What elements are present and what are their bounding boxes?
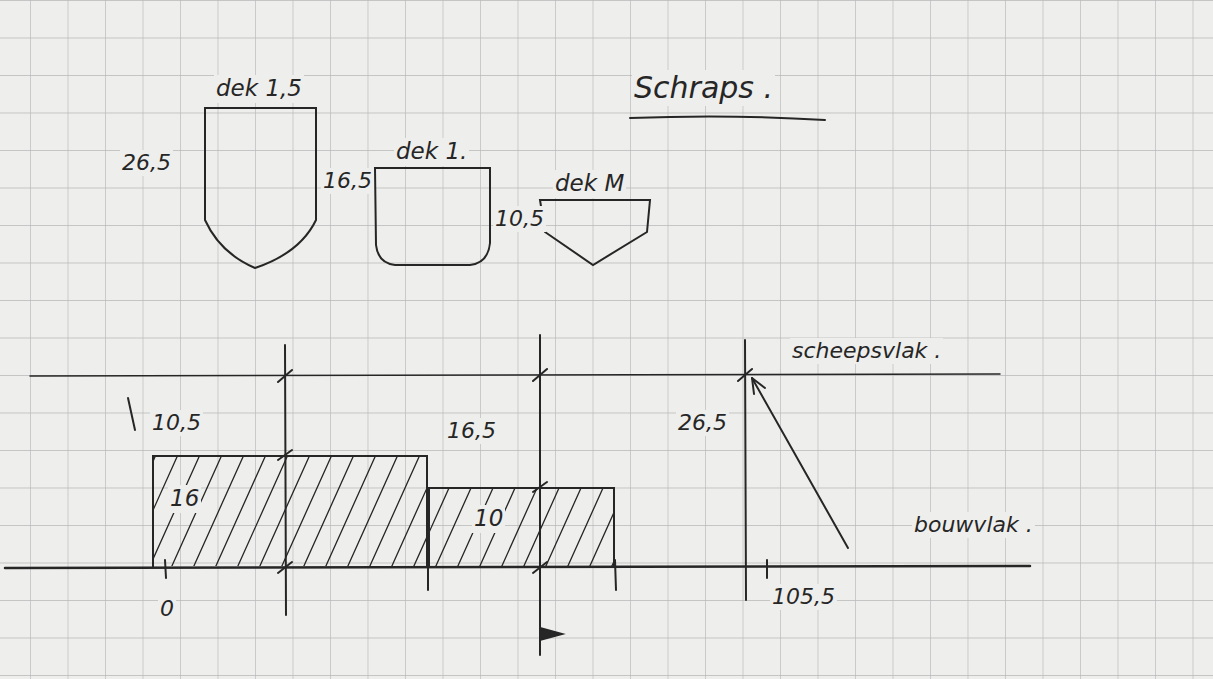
tick-marks	[165, 558, 767, 590]
dimension: 16,5	[445, 418, 498, 444]
construction-lines	[5, 116, 1030, 655]
dimension: 10,5	[493, 206, 546, 232]
plane-name: scheepsvlak .	[790, 338, 943, 364]
dimension: 16,5	[321, 168, 374, 194]
hatch-line	[430, 489, 449, 566]
dimension: 26,5	[676, 410, 729, 436]
dimension: 26,5	[120, 150, 173, 176]
outline	[429, 488, 614, 568]
blot	[540, 628, 562, 640]
dimension-mark	[128, 398, 135, 430]
hatch-line	[567, 489, 603, 566]
hatch-line	[281, 457, 332, 566]
hatch-line	[347, 457, 398, 566]
ship-plane-line	[30, 374, 1000, 376]
hatching	[430, 489, 613, 566]
hatch-line	[259, 457, 310, 566]
station-line	[745, 340, 746, 600]
hatch-line	[325, 457, 376, 566]
sheet-title: Schraps .	[632, 70, 775, 106]
outline	[375, 168, 490, 265]
hatch-line	[369, 457, 420, 566]
hatch-line	[154, 457, 156, 566]
hatch-line	[611, 489, 613, 566]
leader-arrow	[752, 378, 848, 548]
hull-outline	[200, 75, 322, 273]
dimension: 10,5	[150, 410, 203, 436]
tick-marks	[278, 369, 752, 573]
outline	[153, 456, 427, 568]
hatch-line	[413, 457, 426, 566]
arrow-head	[752, 378, 765, 394]
hatched-area: 16	[152, 455, 428, 568]
hatched-area: 10	[428, 487, 615, 568]
dimension: 0	[158, 596, 176, 622]
hatching	[154, 457, 426, 566]
hatch-line	[237, 457, 288, 566]
outline	[540, 200, 650, 265]
station-line	[285, 345, 286, 615]
hatch-line	[215, 457, 266, 566]
plane-name: bouwvlak .	[912, 512, 1035, 538]
outline	[205, 108, 316, 268]
deck-name: dek 1.	[394, 138, 469, 166]
hatch-line	[303, 457, 354, 566]
cross-section: dek M	[535, 170, 655, 270]
dimension: 105,5	[770, 584, 837, 610]
hatch-line	[501, 489, 537, 566]
cross-section: dek 1.	[370, 138, 495, 270]
underline	[630, 116, 825, 120]
deck-name: dek M	[553, 170, 626, 198]
hatched-rect	[428, 487, 615, 568]
area-value: 10	[472, 505, 505, 533]
hatch-line	[589, 489, 613, 566]
area-value: 16	[168, 485, 201, 513]
hatch-line	[523, 489, 559, 566]
hatch-line	[545, 489, 581, 566]
hatch-line	[435, 489, 471, 566]
station-line	[539, 335, 541, 655]
deck-name: dek 1,5	[214, 75, 304, 103]
base-plane-line	[5, 566, 1030, 568]
cross-section: dek 1,5	[200, 75, 322, 273]
